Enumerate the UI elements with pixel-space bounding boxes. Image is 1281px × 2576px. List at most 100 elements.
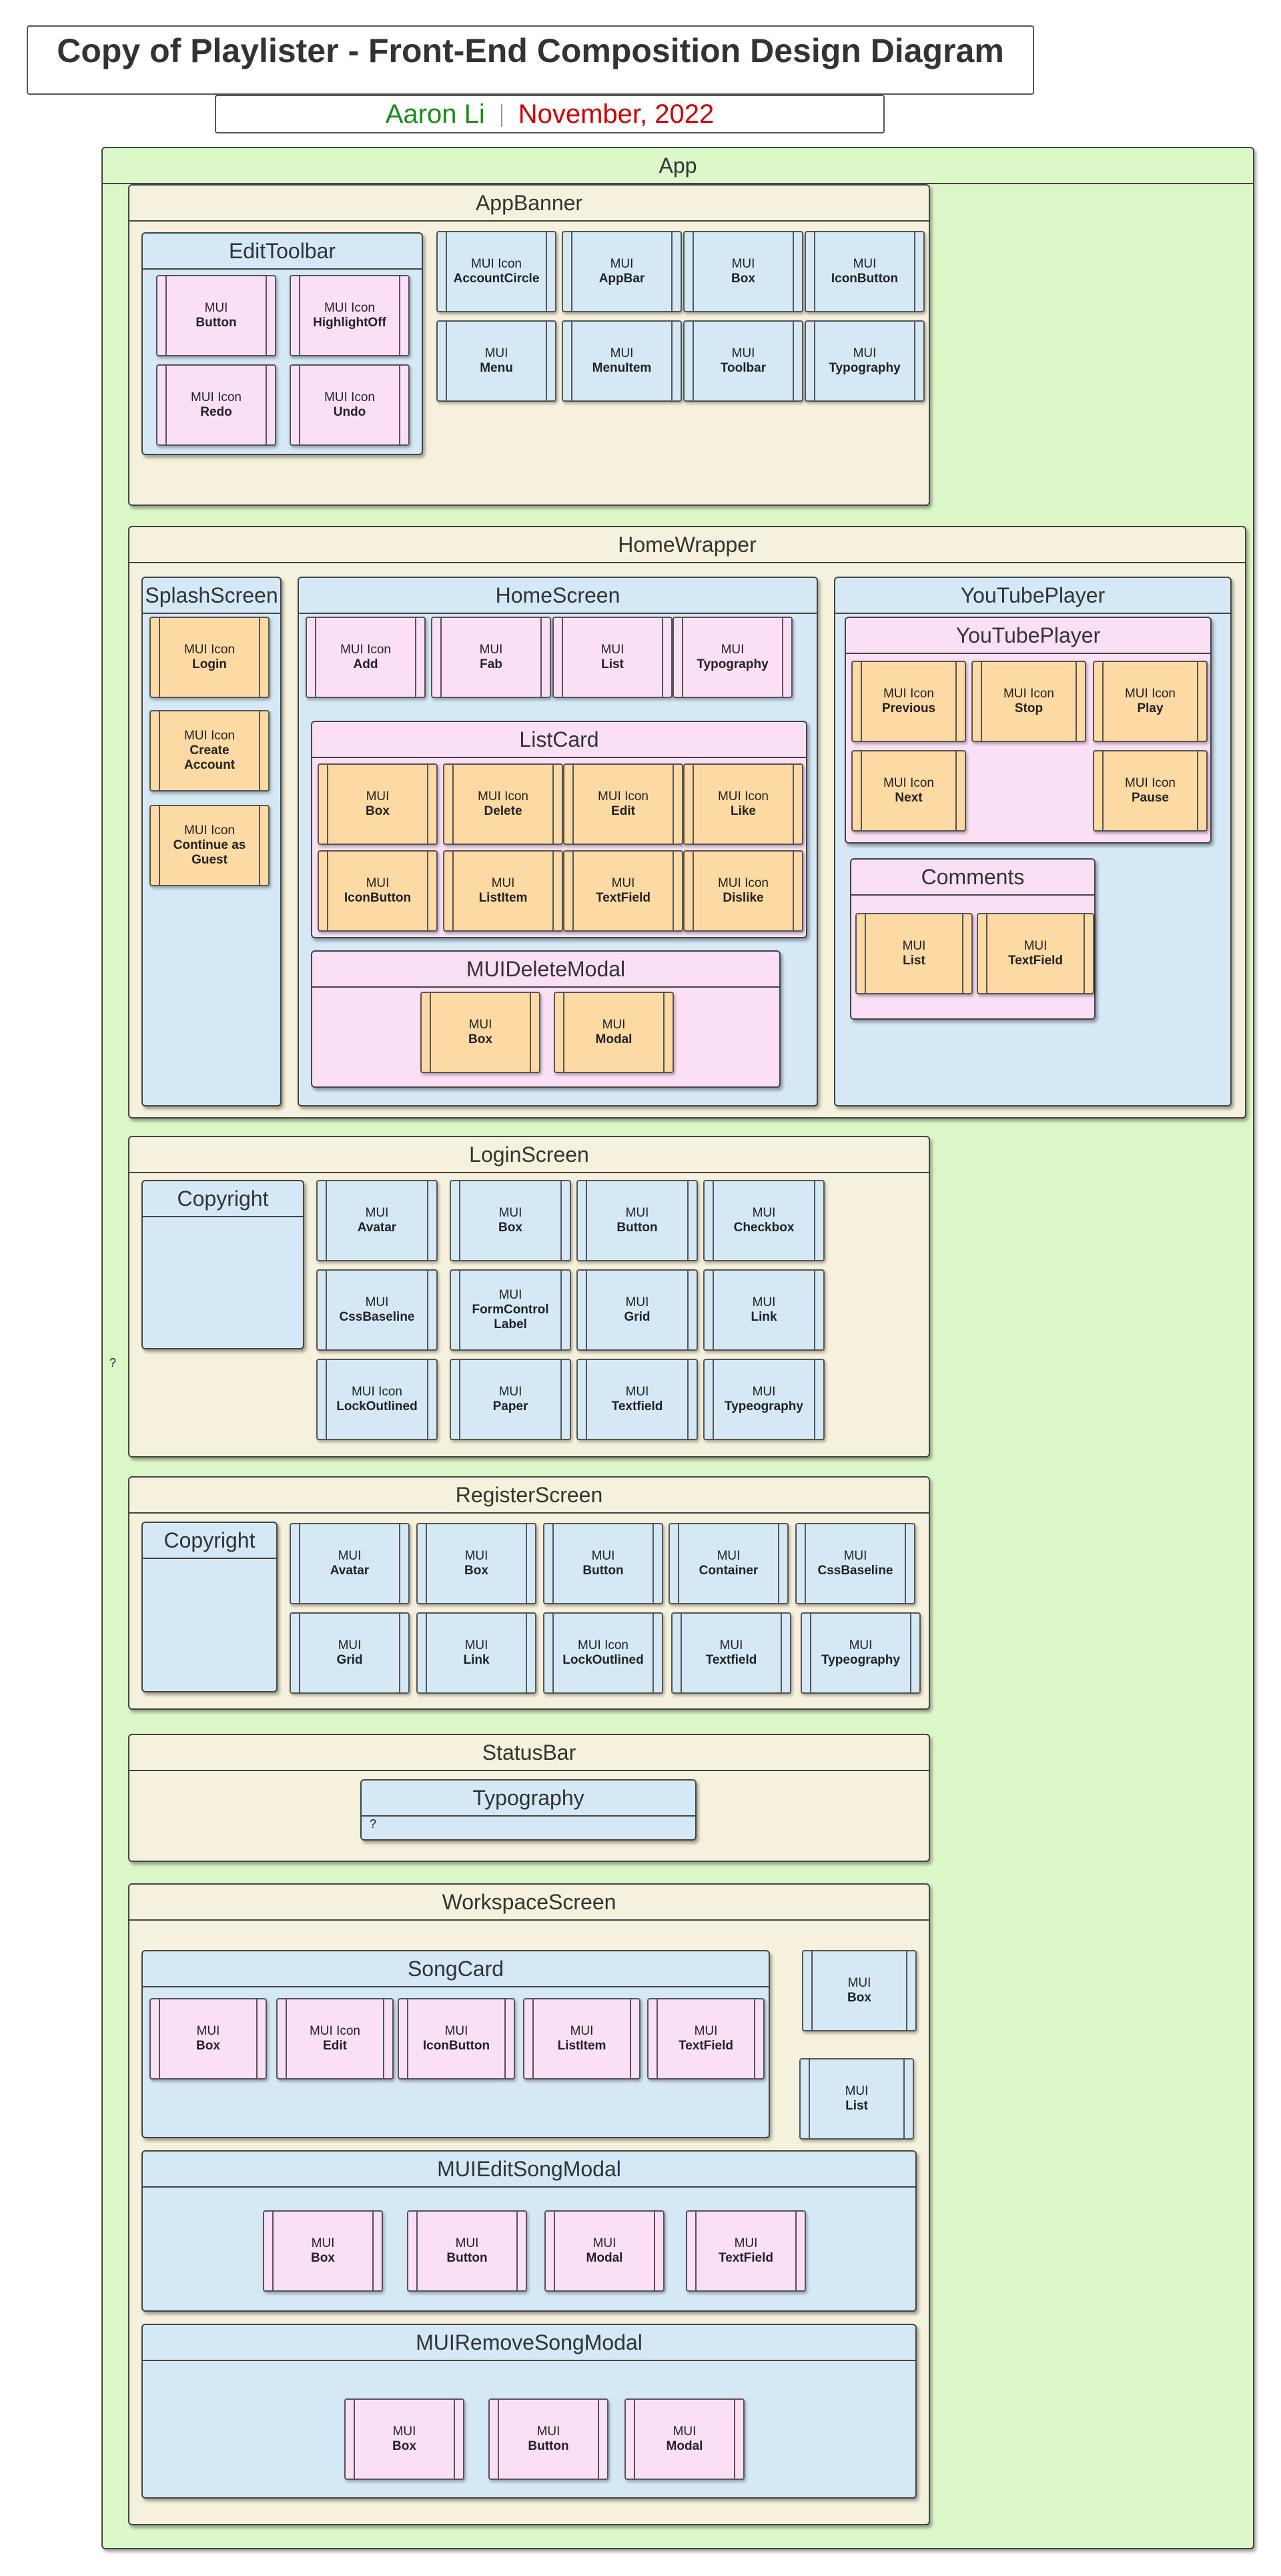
component-kind: MUI bbox=[610, 346, 634, 360]
component-kind: MUI bbox=[902, 939, 926, 953]
app-question-mark: ? bbox=[109, 1356, 117, 1369]
component-kind: MUI bbox=[498, 1288, 522, 1302]
mui-delete-modal-frame: MUIDeleteModal bbox=[311, 950, 781, 1088]
component-kind: MUI bbox=[734, 2236, 758, 2250]
component-name: Box bbox=[847, 1991, 871, 2005]
component-name: Edit bbox=[323, 2039, 347, 2053]
app-banner-title: AppBanner bbox=[129, 186, 929, 222]
component-name: Toolbar bbox=[720, 361, 767, 375]
component-name: Modal bbox=[666, 2439, 703, 2453]
component-kind: MUI bbox=[752, 1385, 776, 1399]
component-kind: MUI Icon bbox=[717, 876, 769, 890]
component-kind: MUI bbox=[752, 1206, 776, 1220]
component-kind: MUI bbox=[853, 346, 877, 360]
home-wrapper-title: HomeWrapper bbox=[129, 527, 1245, 563]
mui-remove-song-modal-title: MUIRemoveSongModal bbox=[143, 2325, 915, 2361]
component-kind: MUI Icon bbox=[717, 789, 769, 803]
song-card-title: SongCard bbox=[143, 1951, 769, 1987]
component-name: Like bbox=[730, 804, 757, 818]
component-name: TextField bbox=[719, 2251, 773, 2265]
component-kind: MUI Icon bbox=[1003, 687, 1055, 701]
component-kind: MUI bbox=[479, 643, 503, 657]
component-name: IconButton bbox=[344, 891, 412, 905]
component-name: Box bbox=[311, 2251, 335, 2265]
component-name: Button bbox=[195, 316, 237, 330]
youtube-player-inner-title: YouTubePlayer bbox=[846, 618, 1210, 654]
component-name: Button bbox=[616, 1221, 658, 1235]
component-kind: MUI bbox=[444, 2024, 468, 2038]
typography-frame: Typography bbox=[360, 1779, 697, 1841]
component-name: Previous bbox=[881, 701, 936, 715]
component-kind: MUI bbox=[365, 1206, 389, 1220]
component-kind: MUI Icon bbox=[190, 390, 242, 404]
component-name: Edit bbox=[611, 804, 635, 818]
component-name: Modal bbox=[595, 1032, 632, 1046]
component-name: List bbox=[845, 2099, 868, 2113]
component-kind: MUI Icon bbox=[597, 789, 649, 803]
component-name: Box bbox=[498, 1221, 522, 1235]
component-name: Box bbox=[392, 2439, 416, 2453]
component-name: TextField bbox=[679, 2039, 733, 2053]
component-name: HighlightOff bbox=[313, 316, 386, 330]
component-kind: MUI bbox=[484, 346, 508, 360]
app-frame-title: App bbox=[103, 148, 1253, 184]
component-name: Textfield bbox=[611, 1399, 663, 1413]
component-name: Box bbox=[366, 804, 390, 818]
component-kind: MUI Icon bbox=[340, 643, 392, 657]
component-name: List bbox=[601, 657, 624, 671]
component-name: AccountCircle bbox=[453, 272, 540, 286]
component-kind: MUI bbox=[196, 2024, 220, 2038]
list-card-title: ListCard bbox=[312, 722, 806, 758]
component-name: TextField bbox=[596, 891, 651, 905]
login-copyright-frame: Copyright bbox=[141, 1180, 304, 1349]
diagram-title: Copy of Playlister - Front-End Compositi… bbox=[27, 25, 1034, 95]
youtube-player-outer-title: YouTubePlayer bbox=[835, 578, 1230, 614]
component-kind: MUI bbox=[731, 257, 755, 271]
component-name: Login bbox=[192, 657, 227, 671]
component-kind: MUI Icon bbox=[183, 729, 236, 743]
component-name: IconButton bbox=[422, 2039, 490, 2053]
component-name: Modal bbox=[586, 2251, 623, 2265]
component-kind: MUI bbox=[849, 1638, 873, 1652]
component-kind: MUI Icon bbox=[1124, 776, 1176, 790]
component-kind: MUI bbox=[694, 2024, 718, 2038]
component-name: Avatar bbox=[357, 1221, 397, 1235]
component-name: Create Account bbox=[184, 743, 235, 772]
comments-title: Comments bbox=[851, 860, 1094, 896]
component-name: Pause bbox=[1132, 791, 1169, 805]
component-kind: MUI bbox=[843, 1549, 867, 1563]
component-kind: MUI bbox=[592, 2236, 616, 2250]
diagram-date: November, 2022 bbox=[518, 99, 715, 129]
component-name: Undo bbox=[333, 405, 366, 419]
edit-toolbar-title: EditToolbar bbox=[143, 234, 422, 270]
component-name: Box bbox=[731, 272, 755, 286]
